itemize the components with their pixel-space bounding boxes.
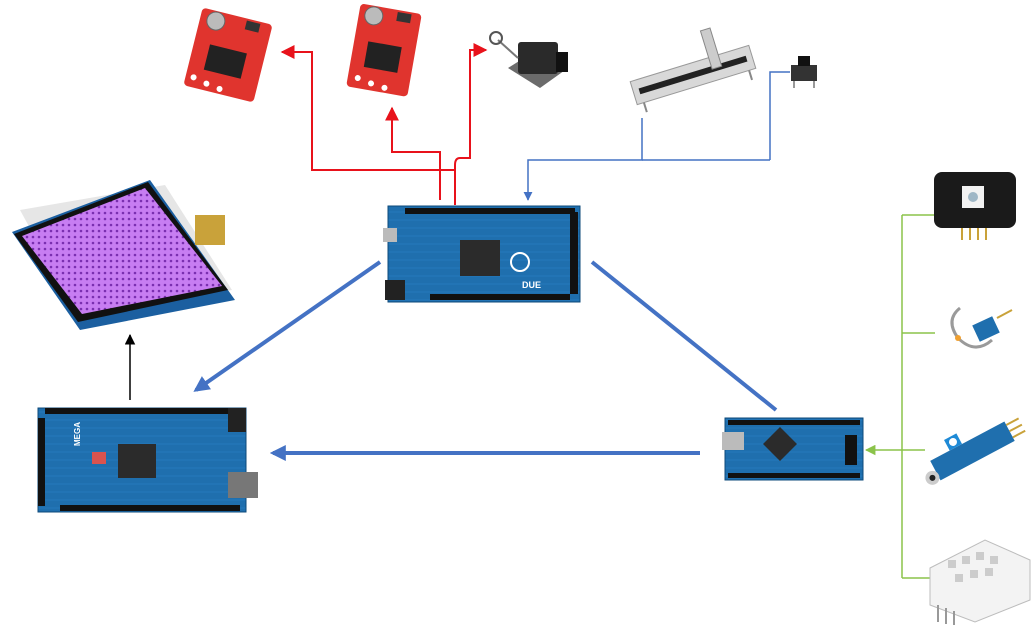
mega-logo: MEGA <box>73 422 82 446</box>
arduino-nano-board <box>722 417 864 481</box>
control-links <box>193 71 790 461</box>
slide-potentiometer-icon <box>629 27 757 113</box>
tft-display-icon <box>12 180 235 330</box>
motor-driver-1 <box>184 8 272 102</box>
power-links <box>280 43 488 205</box>
motor-driver-2 <box>346 4 422 97</box>
humidity-sensor-module <box>929 539 1031 625</box>
light-sensor-module <box>934 172 1016 240</box>
due-logo: DUE <box>522 280 541 290</box>
ignition-coil-icon <box>489 31 568 88</box>
sensor-links <box>864 214 935 579</box>
push-button-icon <box>791 56 817 88</box>
arduino-due-board: DUE <box>383 205 581 303</box>
arduino-mega-board: MEGA <box>37 407 258 513</box>
temperature-probe-module <box>950 306 1013 349</box>
ir-sensor-module <box>925 417 1026 485</box>
